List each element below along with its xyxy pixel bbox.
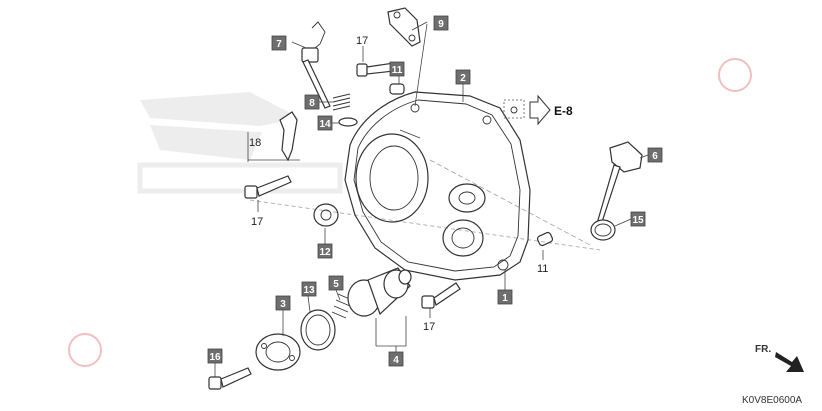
label-17-lower: 17 <box>423 321 435 333</box>
callout-5[interactable]: 5 <box>328 275 344 291</box>
direction-label: FR. <box>755 344 771 355</box>
callout-3[interactable]: 3 <box>275 295 291 311</box>
callout-7[interactable]: 7 <box>271 35 287 51</box>
callout-label: 15 <box>632 215 644 226</box>
dowel-pin-upper <box>389 83 405 95</box>
callout-15[interactable]: 15 <box>630 211 646 227</box>
oil-seal-12 <box>313 203 339 227</box>
callout-9[interactable]: 9 <box>433 15 449 31</box>
reference-label: E-8 <box>554 104 573 118</box>
label-17-left: 17 <box>251 216 263 228</box>
callout-label: 11 <box>392 65 403 76</box>
label-11-lower: 11 <box>537 263 548 275</box>
o-ring-15 <box>590 219 616 241</box>
callout-14[interactable]: 14 <box>317 115 333 131</box>
leader-lines <box>214 21 649 377</box>
flange-bolt-upper <box>356 62 395 77</box>
callout-6[interactable]: 6 <box>647 147 663 163</box>
callout-label: 9 <box>438 19 444 30</box>
callout-label: 13 <box>303 285 315 296</box>
callout-label: 4 <box>393 355 399 366</box>
crankcase-cover <box>344 91 531 281</box>
front-direction-arrow: FR. <box>755 344 804 372</box>
label-17-upper: 17 <box>356 35 368 47</box>
callout-4[interactable]: 4 <box>388 351 404 367</box>
callout-8[interactable]: 8 <box>304 94 320 110</box>
callout-11[interactable]: 11 <box>389 61 405 77</box>
callout-label: 6 <box>652 151 658 162</box>
bracket-18 <box>279 111 298 162</box>
o-ring-13 <box>300 309 336 351</box>
reference-e8[interactable]: E-8 <box>503 94 573 126</box>
dowel-pin-lower <box>536 231 554 247</box>
callout-12[interactable]: 12 <box>317 243 333 259</box>
callout-label: 7 <box>276 39 282 50</box>
washer-14 <box>338 117 358 127</box>
callout-2[interactable]: 2 <box>455 69 471 85</box>
spring-5 <box>331 293 353 319</box>
sensor-with-wire <box>301 21 331 109</box>
callout-16[interactable]: 16 <box>207 348 223 364</box>
oil-dipstick <box>595 141 643 229</box>
oil-filter-element <box>347 267 412 317</box>
callout-label: 12 <box>319 247 331 258</box>
callout-13[interactable]: 13 <box>301 281 317 297</box>
flange-bolt-lower <box>421 282 461 309</box>
callout-label: 5 <box>333 279 339 290</box>
spring-8 <box>332 93 351 111</box>
label-18: 18 <box>249 137 261 149</box>
flange-bolt-left <box>244 175 292 199</box>
callout-1[interactable]: 1 <box>497 289 513 305</box>
callout-label: 3 <box>280 299 286 310</box>
diagram-code: K0V8E0600A <box>742 395 802 406</box>
callout-label: 1 <box>502 293 508 304</box>
oil-filter-cover <box>255 333 301 371</box>
callout-label: 2 <box>460 73 466 84</box>
callout-label: 8 <box>309 98 315 109</box>
cable-guide-stay <box>387 7 421 47</box>
callout-label: 14 <box>319 119 331 130</box>
watermark-wing-logo <box>137 92 343 194</box>
callout-label: 16 <box>209 352 221 363</box>
